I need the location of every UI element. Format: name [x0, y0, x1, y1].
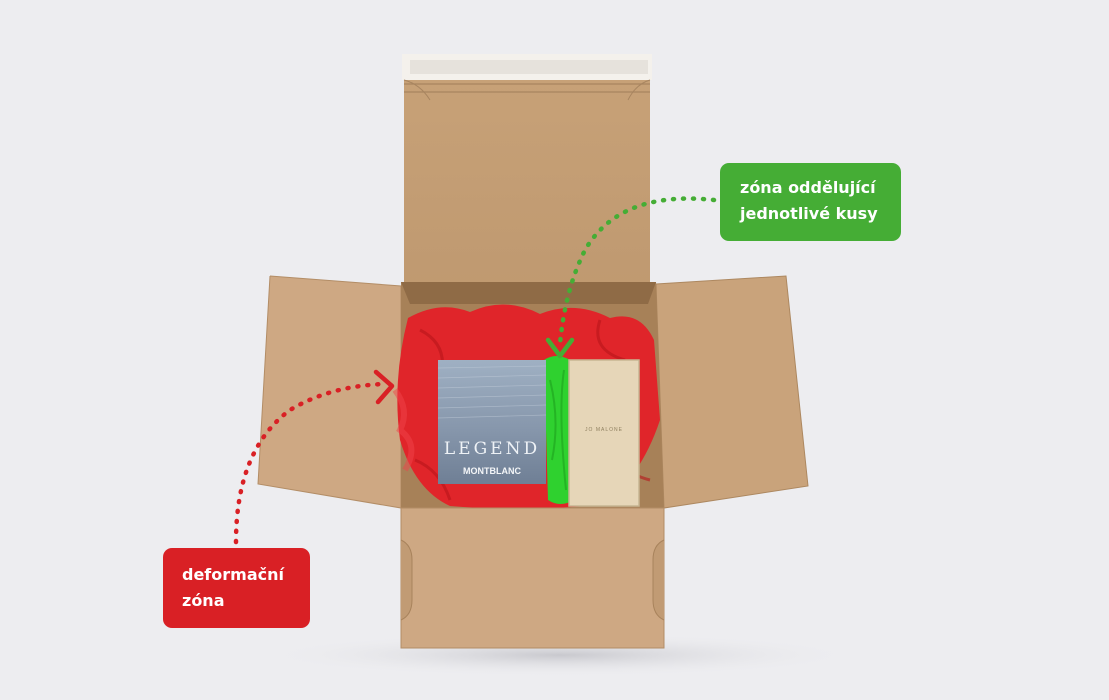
jo-malone-box: JO MALONE	[568, 359, 640, 507]
box-right-flap	[655, 275, 809, 509]
deformation-zone-label: deformační zóna	[163, 548, 310, 628]
product-title-legend: LEGEND	[444, 439, 540, 459]
separating-zone-label-line1: zóna oddělující	[740, 178, 876, 197]
green-tissue-separator	[544, 356, 574, 504]
montblanc-legend-box: LEGEND MONTBLANC	[437, 360, 547, 484]
deformation-zone-label-line2: zóna	[182, 591, 225, 610]
deformation-zone-arrow	[233, 369, 395, 545]
box-lid	[402, 54, 652, 294]
separating-zone-label: zóna oddělující jednotlivé kusy	[720, 163, 901, 241]
separating-zone-arrow	[545, 196, 717, 359]
product-brand-montblanc: MONTBLANC	[463, 466, 521, 476]
product-brand-jo-malone: JO MALONE	[585, 427, 623, 433]
box-front-flap	[400, 507, 665, 649]
deformation-zone-label-line1: deformační	[182, 565, 284, 584]
separating-zone-label-line2: jednotlivé kusy	[740, 204, 878, 223]
